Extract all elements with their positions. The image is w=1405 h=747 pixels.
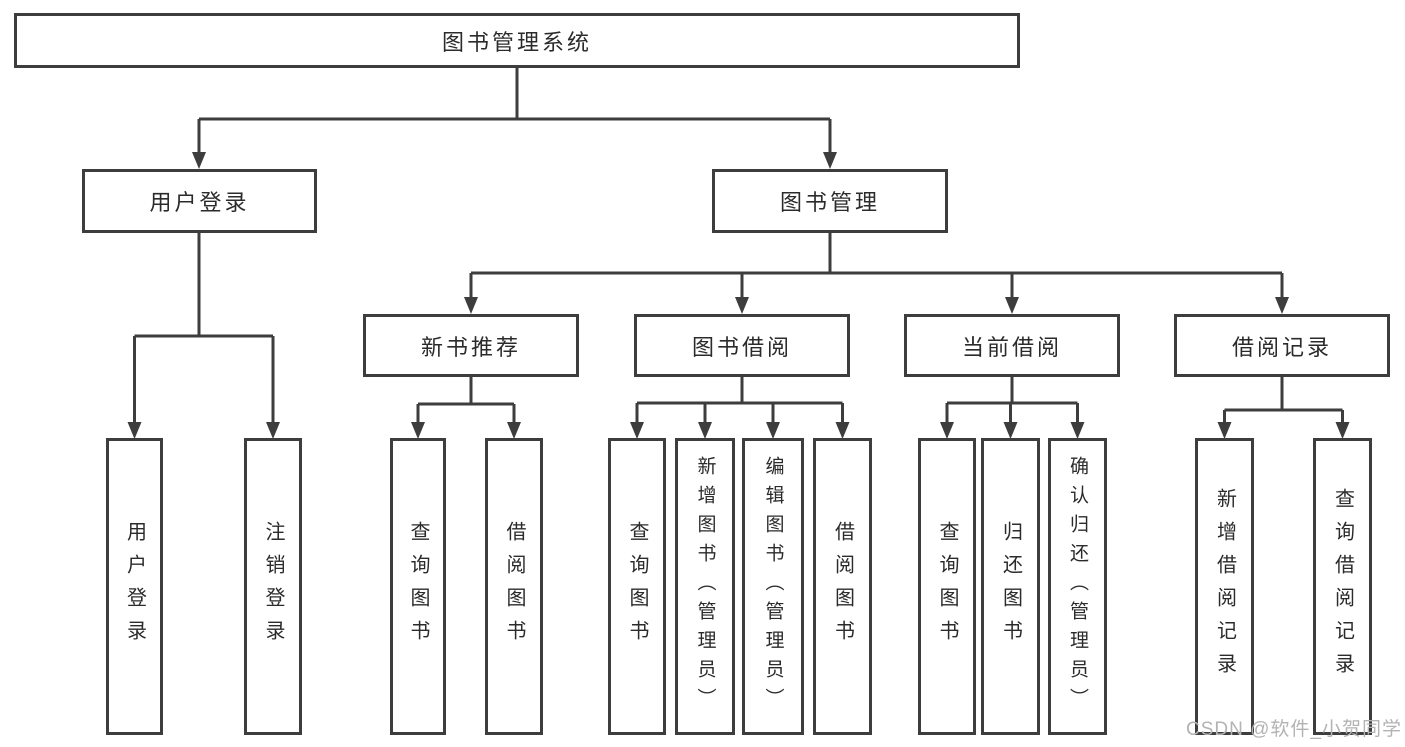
arrow-down-icon (464, 297, 478, 314)
arrow-down-icon (766, 422, 780, 439)
leaf-query-books-current: 查询图书 (918, 438, 976, 735)
leaf-edit-book-admin-label: 编辑图书（管理员） (762, 456, 784, 717)
node-borrow-records-label: 借阅记录 (1231, 334, 1332, 360)
arrow-down-icon (266, 422, 280, 439)
arrow-down-icon (1070, 422, 1085, 439)
leaf-query-books-borrow-label: 查询图书 (626, 520, 648, 653)
connector-book-mgmt-children (469, 233, 1284, 301)
arrow-down-icon (698, 422, 712, 439)
leaf-confirm-return-admin-label: 确认归还（管理员） (1067, 456, 1088, 717)
arrow-down-icon (1335, 422, 1350, 439)
node-user-login: 用户登录 (82, 169, 317, 233)
leaf-borrow-books: 借阅图书 (813, 438, 872, 735)
arrowheads (127, 152, 1350, 439)
leaf-query-borrow-record-label: 查询借阅记录 (1331, 487, 1354, 686)
watermark: CSDN @软件_小贺同学 (1186, 719, 1402, 740)
connector-borrow-records-children (1223, 377, 1344, 426)
leaf-query-books-recommend-label: 查询图书 (407, 520, 429, 653)
arrow-down-icon (127, 422, 142, 439)
node-book-management-label: 图书管理 (779, 190, 880, 215)
leaf-borrow-books-recommend: 借阅图书 (485, 438, 543, 735)
node-book-borrow: 图书借阅 (634, 314, 850, 377)
leaf-borrow-books-recommend-label: 借阅图书 (503, 520, 525, 653)
arrow-down-icon (1217, 422, 1232, 439)
leaf-logout-label: 注销登录 (262, 520, 284, 653)
connector-book-borrow-children (635, 377, 844, 426)
leaf-query-books-recommend: 查询图书 (390, 438, 446, 735)
leaf-query-books-current-label: 查询图书 (936, 520, 958, 653)
connector-root-to-level2 (197, 68, 832, 156)
node-book-borrow-label: 图书借阅 (691, 334, 792, 360)
leaf-query-borrow-record: 查询借阅记录 (1313, 438, 1372, 735)
leaf-user-login-label: 用户登录 (123, 520, 146, 653)
node-user-login-label: 用户登录 (149, 190, 250, 215)
node-root-label: 图书管理系统 (441, 29, 592, 55)
arrow-down-icon (835, 422, 850, 439)
node-current-borrow: 当前借阅 (904, 314, 1120, 377)
arrow-down-icon (630, 422, 644, 439)
connector-new-book-children (416, 377, 516, 426)
node-new-book-recommend: 新书推荐 (363, 314, 579, 377)
leaf-edit-book-admin: 编辑图书（管理员） (742, 438, 804, 735)
connector-current-borrow-children (945, 377, 1079, 426)
arrow-down-icon (507, 422, 521, 439)
leaf-add-borrow-record: 新增借阅记录 (1195, 438, 1254, 735)
connector-user-login-children (133, 233, 275, 426)
arrow-down-icon (411, 422, 425, 439)
leaf-add-book-admin-label: 新增图书（管理员） (694, 456, 716, 717)
node-current-borrow-label: 当前借阅 (961, 334, 1062, 360)
arrow-down-icon (1275, 297, 1289, 314)
leaf-return-book: 归还图书 (981, 438, 1040, 735)
leaf-add-borrow-record-label: 新增借阅记录 (1213, 487, 1236, 686)
leaf-query-books-borrow: 查询图书 (608, 438, 666, 735)
node-book-management: 图书管理 (712, 169, 948, 233)
node-new-book-recommend-label: 新书推荐 (420, 334, 521, 360)
node-borrow-records: 借阅记录 (1174, 314, 1390, 377)
arrow-down-icon (823, 152, 837, 169)
arrow-down-icon (192, 152, 206, 169)
arrow-down-icon (735, 297, 749, 314)
node-root: 图书管理系统 (14, 13, 1020, 68)
leaf-return-book-label: 归还图书 (999, 520, 1022, 653)
leaf-logout: 注销登录 (244, 438, 302, 735)
arrow-down-icon (940, 422, 954, 439)
leaf-borrow-books-label: 借阅图书 (831, 520, 854, 653)
leaf-user-login: 用户登录 (106, 438, 163, 735)
leaf-confirm-return-admin: 确认归还（管理员） (1048, 438, 1107, 735)
leaf-add-book-admin: 新增图书（管理员） (675, 438, 735, 735)
arrow-down-icon (1005, 297, 1019, 314)
arrow-down-icon (1003, 422, 1018, 439)
